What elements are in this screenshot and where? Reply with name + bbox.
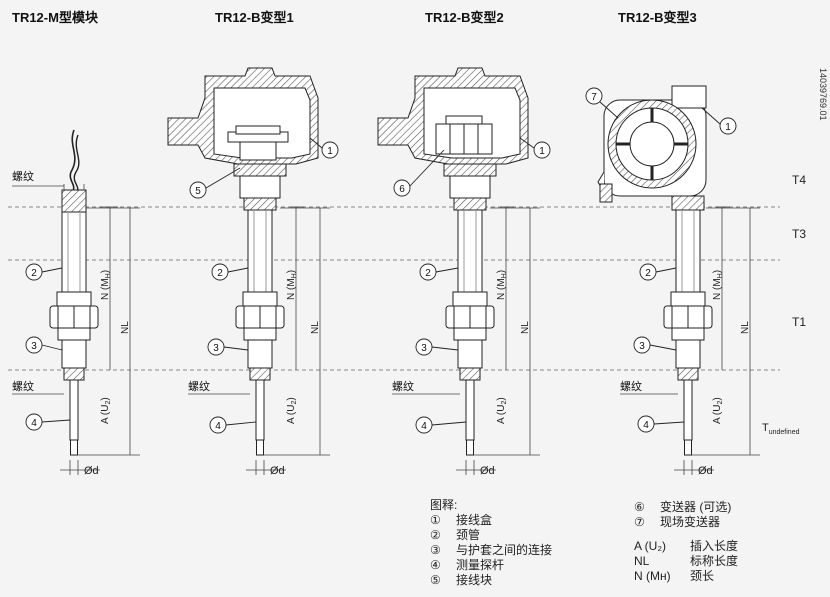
callout-2-m: 2: [31, 268, 37, 279]
tr12-m-a-label: A (U2): [100, 397, 112, 424]
title-variant-2: TR12-B变型2: [425, 10, 504, 25]
variant-1-drawing: [167, 67, 319, 456]
variant-1-n-label: N (MH): [286, 270, 298, 300]
tr12-m-dimensions: [60, 184, 140, 475]
variant-2-thread-label: 螺纹: [392, 379, 414, 393]
legend-abbrev: N (Mн)颈长: [634, 569, 715, 583]
callout-3-v2: 3: [421, 343, 427, 354]
variant-2-a-label: A (U2): [496, 397, 508, 424]
callout-4-v2: 4: [421, 421, 427, 432]
callout-1-v1: 1: [327, 146, 333, 157]
zone-t1: T1: [792, 315, 806, 329]
drawing-number: 14039769.01: [818, 68, 828, 121]
variant-2-nl-label: NL: [520, 321, 531, 334]
variant-2-phi-d: Ød: [480, 465, 495, 477]
tr12-m-thread-bottom-label: 螺纹: [12, 379, 34, 393]
variant-3-a-label: A (U2): [712, 397, 724, 424]
callout-4-v3: 4: [643, 420, 649, 431]
tr12-m-thread-top-label: 螺纹: [12, 169, 34, 183]
variant-1-phi-d: Ød: [270, 465, 285, 477]
zone-t3: T3: [792, 227, 806, 241]
callout-7-v3: 7: [591, 92, 597, 103]
callout-4-m: 4: [31, 418, 37, 429]
title-tr12-m: TR12-M型模块: [12, 10, 99, 25]
variant-3-callouts: [585, 87, 737, 433]
callout-4-v1: 4: [215, 421, 221, 432]
variant-3-n-label: N (MH): [712, 270, 724, 300]
variant-2-n-label: N (MH): [496, 270, 508, 300]
variant-3-drawing: [597, 85, 713, 456]
tr12-m-nl-label: NL: [120, 321, 131, 334]
variant-3-phi-d: Ød: [698, 465, 713, 477]
zone-t-undefined: Tundefined: [762, 422, 800, 436]
legend-heading: 图释:: [430, 498, 458, 512]
variant-2-drawing: [377, 67, 529, 456]
callout-2-v1: 2: [217, 268, 223, 279]
variant-1-a-label: A (U2): [286, 397, 298, 424]
variant-1-thread-label: 螺纹: [188, 379, 210, 393]
zone-lines: [8, 206, 780, 371]
callout-3-v3: 3: [639, 341, 645, 352]
callout-6-v2: 6: [399, 184, 405, 195]
tr12-m-callouts: [25, 263, 71, 431]
callout-2-v3: 2: [645, 268, 651, 279]
variant-3-dimensions: [674, 206, 760, 475]
title-variant-1: TR12-B变型1: [215, 10, 294, 25]
variant-1-dimensions: [246, 206, 330, 475]
callout-2-v2: 2: [425, 268, 431, 279]
legend-abbrev: A (U₂)插入长度: [634, 539, 739, 553]
callout-3-m: 3: [31, 341, 37, 352]
variant-3-nl-label: NL: [740, 321, 751, 334]
variant-1-nl-label: NL: [310, 321, 321, 334]
title-variant-3: TR12-B变型3: [618, 10, 697, 25]
variant-2-callouts: [393, 137, 551, 434]
tr12-m-drawing: [49, 129, 99, 456]
zone-t4: T4: [792, 173, 806, 187]
tr12-m-n-label: N (MH): [100, 270, 112, 300]
callout-3-v1: 3: [213, 343, 219, 354]
variant-2-dimensions: [456, 206, 540, 475]
tr12-m-phi-d: Ød: [84, 465, 99, 477]
variant-1-callouts: [189, 137, 339, 434]
callout-1-v3: 1: [725, 122, 731, 133]
variant-3-thread-label: 螺纹: [620, 379, 642, 393]
callout-1-v2: 1: [539, 146, 545, 157]
callout-5-v1: 5: [195, 186, 201, 197]
